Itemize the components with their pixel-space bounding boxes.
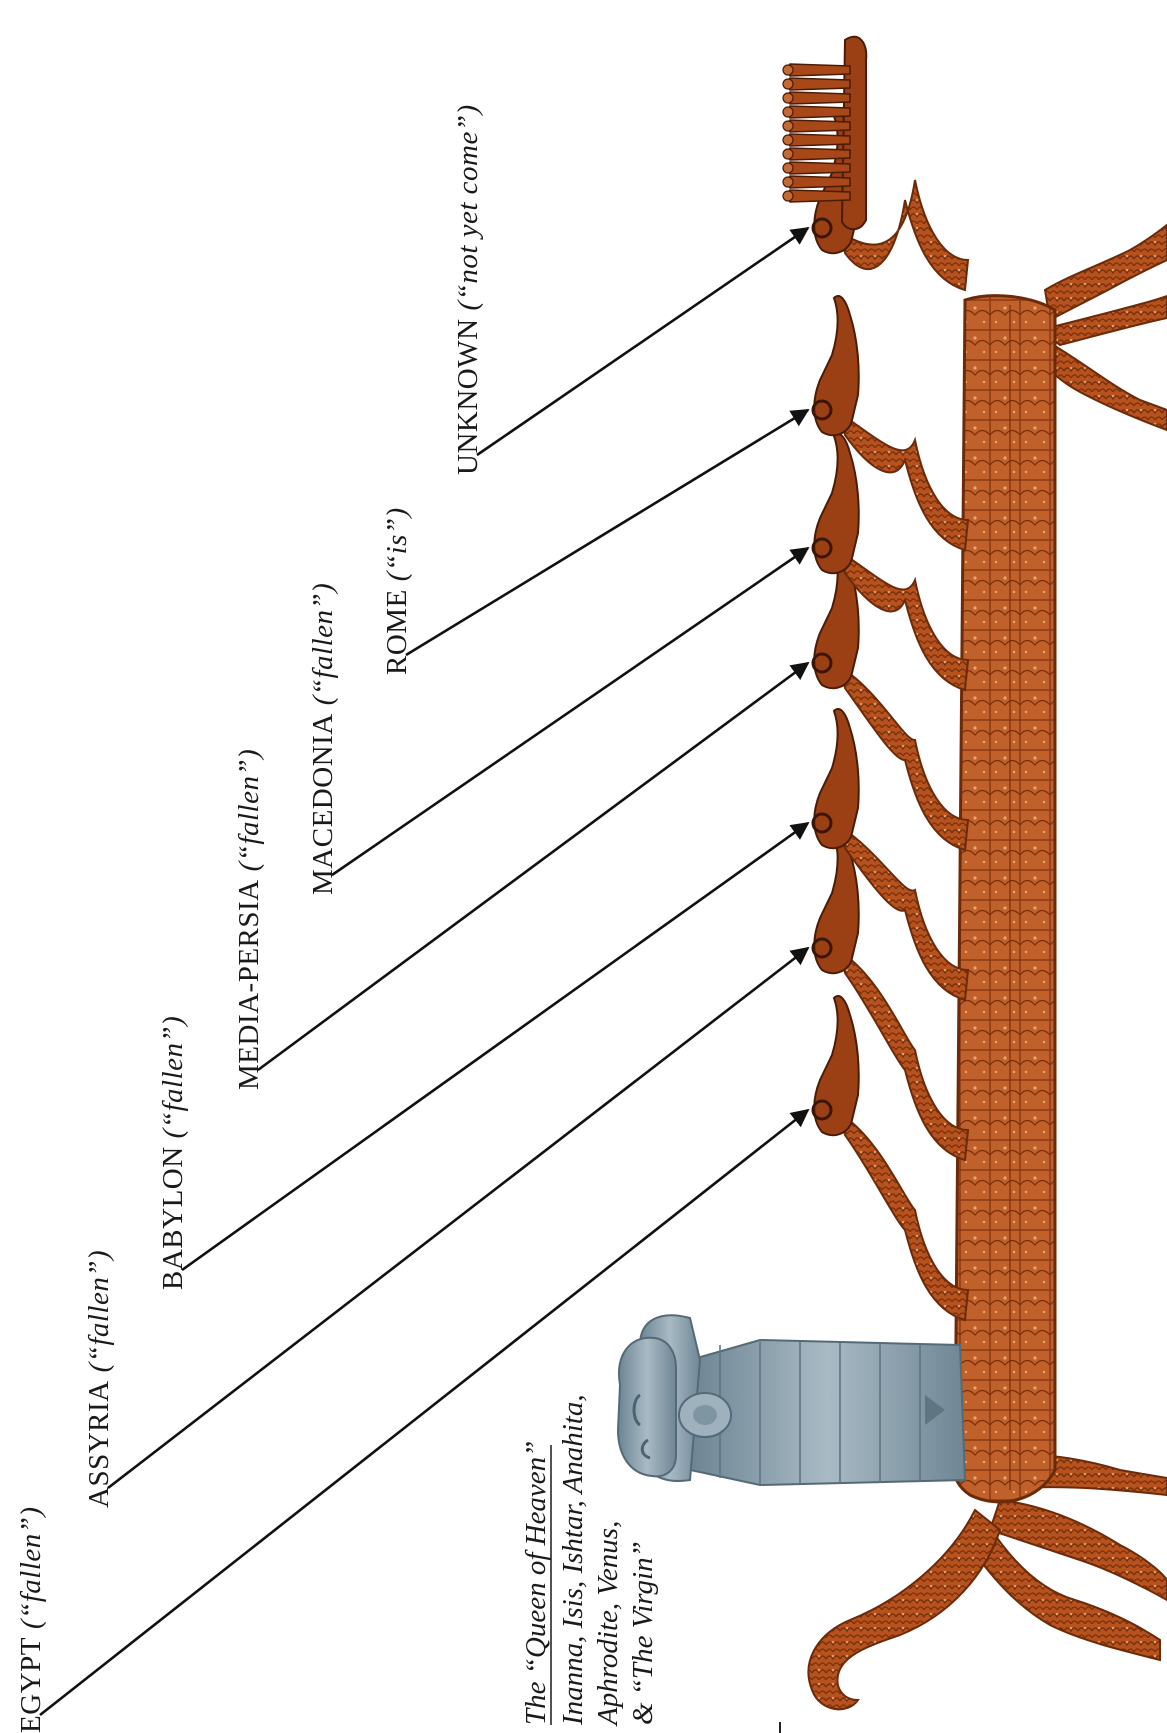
horn bbox=[786, 134, 850, 146]
horn-tip bbox=[783, 93, 793, 103]
caption-title: The “Queen of Heaven” bbox=[520, 1441, 552, 1725]
beast-neck bbox=[842, 668, 968, 850]
queen-of-heaven-statue-icon bbox=[618, 1315, 965, 1485]
horn bbox=[786, 176, 850, 188]
arrow-unknown bbox=[477, 228, 808, 455]
horn-tip bbox=[783, 65, 793, 75]
horn-tip bbox=[783, 149, 793, 159]
kingdom-label-babylon: BABYLON(“fallen”) bbox=[157, 1016, 189, 1290]
beast-head bbox=[814, 996, 858, 1135]
kingdom-label-unknown: UNKNOWN(“not yet come”) bbox=[452, 104, 484, 475]
beast-neck bbox=[842, 553, 968, 690]
horn bbox=[786, 64, 850, 76]
kingdom-label-assyria: ASSYRIA(“fallen”) bbox=[83, 1250, 115, 1508]
arrow-media-persia bbox=[258, 663, 808, 1070]
horn-tip bbox=[783, 79, 793, 89]
beast-head bbox=[814, 709, 858, 848]
horn-tip bbox=[783, 163, 793, 173]
kingdom-label-egypt: EGYPT(“fallen”) bbox=[15, 1506, 47, 1733]
arrow-group bbox=[40, 228, 808, 1715]
beast-head bbox=[814, 434, 858, 573]
kingdom-label-macedonia: MACEDONIA(“fallen”) bbox=[307, 583, 339, 895]
beast-head bbox=[814, 296, 858, 435]
horn bbox=[786, 162, 850, 174]
horn bbox=[786, 78, 850, 90]
horn bbox=[786, 120, 850, 132]
horn-tip bbox=[783, 121, 793, 131]
beast-body bbox=[953, 296, 1055, 1502]
arrow-babylon bbox=[182, 823, 808, 1270]
horn bbox=[786, 148, 850, 160]
horn-tip bbox=[783, 191, 793, 201]
caption-line-2: Aphrodite, Venus, bbox=[592, 1521, 624, 1727]
kingdom-labels: EGYPT(“fallen”) ASSYRIA(“fallen”) BABYLO… bbox=[15, 104, 484, 1733]
horn-tip bbox=[783, 135, 793, 145]
horn bbox=[786, 190, 850, 202]
horn-tip bbox=[783, 107, 793, 117]
horn-tip bbox=[783, 177, 793, 187]
horn bbox=[786, 92, 850, 104]
ten-horns-icon bbox=[783, 37, 866, 230]
horn bbox=[786, 106, 850, 118]
beast-neck bbox=[842, 415, 968, 550]
kingdom-label-media-persia: MEDIA-PERSIA(“fallen”) bbox=[233, 749, 265, 1090]
kingdom-label-rome: ROME(“is”) bbox=[381, 507, 413, 675]
caption-line-3: & “The Virgin” bbox=[627, 1541, 659, 1725]
caption-line-1: Inanna, Isis, Ishtar, Anahita, bbox=[557, 1394, 589, 1726]
